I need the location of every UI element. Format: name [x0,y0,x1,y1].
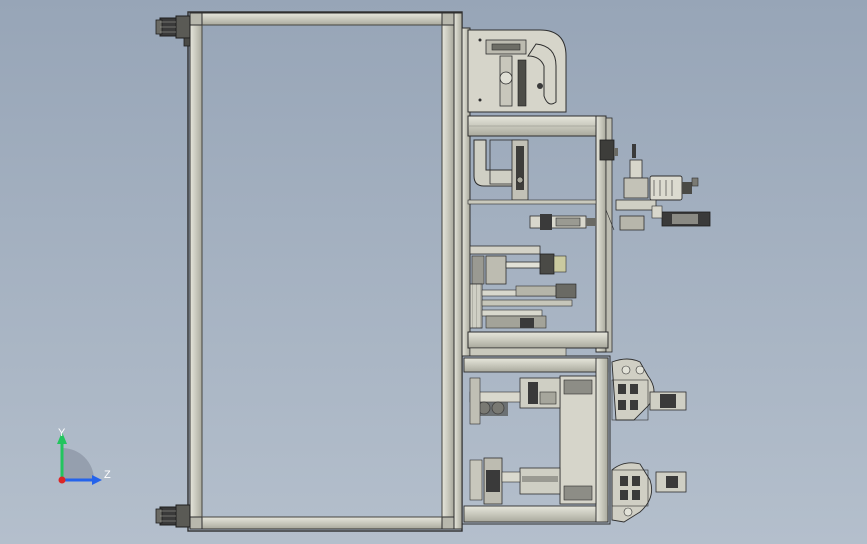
corner-block [441,12,455,26]
frame-right-post [441,12,455,530]
frame-inner-edge [201,24,443,518]
gripper-assembly [469,245,567,285]
middle-beam [467,331,609,349]
frame-top-rail [189,12,457,26]
linear-rails [469,283,577,329]
frame-right-post-outer [453,12,463,530]
lower-actuator [469,457,561,505]
leveling-foot-top [155,15,191,47]
cable-guide [473,139,513,187]
upper-module [461,27,613,357]
z-axis-label: Z [104,469,111,481]
vertical-slide-block [559,375,597,505]
index-mechanism [611,358,687,523]
y-axis-arrowhead [57,432,67,444]
frame-left-post [189,12,203,530]
corner-block [189,516,203,530]
y-axis-label: Y [58,427,66,439]
coordinate-triad: Y Z [57,427,111,485]
main-frame [187,11,463,532]
leveling-foot-bottom [155,504,191,528]
triad-quarter-disc [62,448,94,480]
corner-block [441,516,455,530]
corner-block [189,12,203,26]
lower-module [461,355,687,525]
z-axis-arrowhead [92,475,102,485]
triad-origin [58,476,66,484]
slide-cylinder [529,214,596,230]
upper-actuator [469,377,561,425]
lower-base-frame [461,355,611,525]
sensor-group [599,139,711,231]
cam-slot [527,43,557,105]
frame-outline [187,11,463,532]
frame-bottom-rail [189,516,457,530]
